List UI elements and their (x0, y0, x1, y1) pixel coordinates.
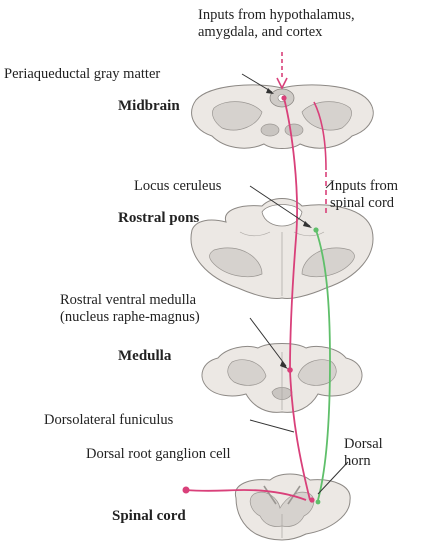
midbrain-section (191, 84, 374, 149)
medulla-section (201, 343, 363, 413)
pons-section (190, 198, 374, 299)
pag-to-rvm-pathway (283, 97, 298, 371)
forebrain-inputs-label: Inputs from hypothalamus, amygdala, and … (198, 7, 355, 40)
midbrain-label: Midbrain (118, 98, 180, 114)
rvm-to-dorsal-horn-pathway (289, 369, 311, 501)
medulla-label: Medulla (118, 348, 172, 364)
spinal-input-pathway (313, 101, 327, 171)
drg-cell-body (182, 486, 190, 494)
rostral-pons-label: Rostral pons (118, 210, 200, 226)
drg-cell-label: Dorsal root ganglion cell (86, 446, 231, 462)
spinal-inputs-label: Inputs from spinal cord (330, 178, 399, 211)
pathways (182, 52, 331, 505)
spinal-cord-label: Spinal cord (112, 508, 186, 524)
dorsal-horn-label: Dorsal horn (344, 436, 383, 469)
drg-afferent-fiber (185, 489, 307, 501)
rvm-label: Rostral ventral medulla (nucleus raphe-m… (60, 292, 200, 325)
dorsolateral-funiculus-label: Dorsolateral funiculus (44, 412, 174, 428)
spinal-cord-section (234, 473, 351, 541)
locus-ceruleus-label: Locus ceruleus (134, 178, 222, 194)
leader-lines (241, 73, 349, 495)
periaqueductal-label: Periaqueductal gray matter (4, 66, 161, 82)
locus-ceruleus-pathway (315, 229, 331, 501)
